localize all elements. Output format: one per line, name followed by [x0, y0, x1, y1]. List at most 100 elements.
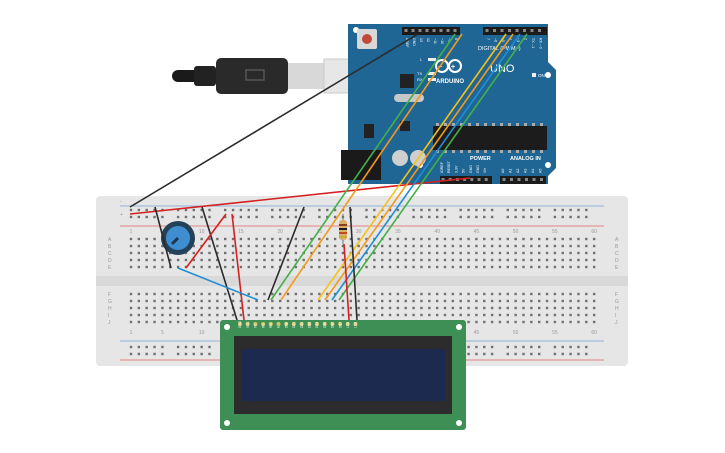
breadboard-hole: [483, 313, 486, 317]
wire-black-led[interactable]: [349, 206, 358, 321]
breadboard-hole: [333, 251, 337, 255]
breadboard-hole: [459, 292, 462, 296]
column-number: 55: [552, 330, 558, 336]
lcd-pin[interactable]: [330, 322, 335, 326]
breadboard-hole: [490, 215, 494, 219]
lcd-pin[interactable]: [315, 322, 319, 326]
breadboard-hole: [514, 265, 517, 269]
breadboard-hole: [412, 208, 415, 212]
breadboard-hole: [530, 292, 533, 296]
header-pin[interactable]: [446, 29, 450, 32]
header-pin[interactable]: [540, 178, 543, 181]
breadboard-hole: [490, 320, 494, 324]
wire-red-led[interactable]: [343, 243, 350, 321]
wire-black-gnd[interactable]: [129, 33, 419, 208]
lcd-pin[interactable]: [276, 322, 281, 326]
lcd-pin[interactable]: [291, 322, 296, 326]
header-pin[interactable]: [411, 29, 415, 32]
breadboard-hole: [538, 320, 541, 324]
potentiometer-knob[interactable]: [170, 236, 180, 246]
header-pin[interactable]: [538, 29, 541, 32]
header-pin[interactable]: [453, 29, 457, 32]
wire-red-pot[interactable]: [185, 213, 227, 269]
wire-orange-e[interactable]: [280, 33, 463, 301]
wire-black-rw[interactable]: [267, 206, 305, 301]
svg-text:+: +: [451, 64, 455, 71]
breadboard-hole: [483, 208, 486, 212]
breadboard-hole: [333, 258, 337, 262]
lcd-pin[interactable]: [353, 322, 358, 326]
breadboard-hole: [459, 265, 462, 269]
header-pin[interactable]: [523, 29, 526, 32]
header-pin[interactable]: [515, 29, 519, 32]
lcd-pin[interactable]: [245, 322, 250, 326]
wire-blue-contrast[interactable]: [177, 267, 259, 301]
header-pin[interactable]: [404, 29, 408, 32]
header-pin[interactable]: [485, 29, 489, 32]
wire-orange-db5[interactable]: [324, 33, 514, 301]
header-pin[interactable]: [502, 178, 506, 181]
wire-green-rs[interactable]: [270, 33, 456, 301]
row-letter: A: [108, 237, 112, 243]
header-pin[interactable]: [517, 178, 521, 181]
header-pin[interactable]: [477, 178, 481, 181]
header-pin[interactable]: [432, 29, 436, 32]
lcd-pin-label: RW: [269, 323, 273, 328]
breadboard-hole: [333, 292, 337, 296]
lcd-pin[interactable]: [299, 322, 304, 326]
breadboard-hole: [176, 258, 180, 262]
rx-led-label: RX: [417, 77, 423, 82]
breadboard-hole: [161, 265, 164, 269]
wire-black-pot[interactable]: [154, 206, 172, 269]
header-pin[interactable]: [508, 29, 511, 32]
header-pin[interactable]: [510, 178, 513, 181]
lcd-pin[interactable]: [261, 322, 266, 326]
header-pin[interactable]: [525, 178, 528, 181]
header-pin[interactable]: [418, 29, 422, 32]
lcd-pin-label: V0: [254, 324, 258, 328]
header-pin[interactable]: [493, 29, 496, 32]
header-pin[interactable]: [470, 178, 474, 181]
breadboard-hole: [145, 208, 148, 212]
breadboard-hole: [341, 244, 345, 248]
breadboard-hole: [176, 265, 180, 269]
header-pin[interactable]: [484, 178, 488, 181]
breadboard-hole: [302, 299, 305, 303]
potentiometer[interactable]: [161, 221, 195, 255]
breadboard-hole: [483, 258, 486, 262]
header-pin[interactable]: [439, 29, 443, 32]
header-pin[interactable]: [500, 29, 504, 32]
lcd-pin[interactable]: [268, 322, 273, 326]
header-pin[interactable]: [530, 29, 534, 32]
breadboard-hole: [467, 265, 470, 269]
digital-pin-label: 8: [454, 38, 458, 40]
lcd-pin[interactable]: [322, 322, 327, 326]
lcd-pin[interactable]: [307, 322, 312, 326]
lcd-pin[interactable]: [238, 322, 242, 326]
header-pin[interactable]: [425, 29, 429, 32]
breadboard-hole: [412, 258, 415, 262]
header-pin[interactable]: [463, 178, 467, 181]
breadboard-hole: [577, 345, 580, 349]
header-pin[interactable]: [532, 178, 536, 181]
digital-pin-label: GND: [412, 38, 416, 46]
breadboard-hole: [129, 258, 133, 262]
wire-yellow-db4[interactable]: [317, 33, 507, 301]
breadboard-hole: [310, 244, 313, 248]
wire-black-lcd-gnd[interactable]: [201, 206, 238, 321]
lcd-pin[interactable]: [253, 322, 258, 326]
header-pin[interactable]: [441, 178, 445, 181]
breadboard-hole: [341, 265, 345, 269]
reset-button-cap[interactable]: [362, 34, 372, 44]
breadboard-hole: [365, 306, 368, 310]
wire-blue-db6[interactable]: [331, 33, 521, 301]
lcd-pin[interactable]: [345, 322, 350, 326]
lcd-pin[interactable]: [284, 322, 289, 326]
breadboard-hole: [490, 292, 494, 296]
wire-red-lcd-vcc[interactable]: [231, 213, 245, 321]
wire-green-db7[interactable]: [338, 33, 528, 301]
column-number: 50: [513, 330, 519, 336]
lcd-pin[interactable]: [338, 322, 343, 326]
breadboard-hole: [326, 306, 329, 310]
breadboard-hole: [475, 306, 478, 310]
